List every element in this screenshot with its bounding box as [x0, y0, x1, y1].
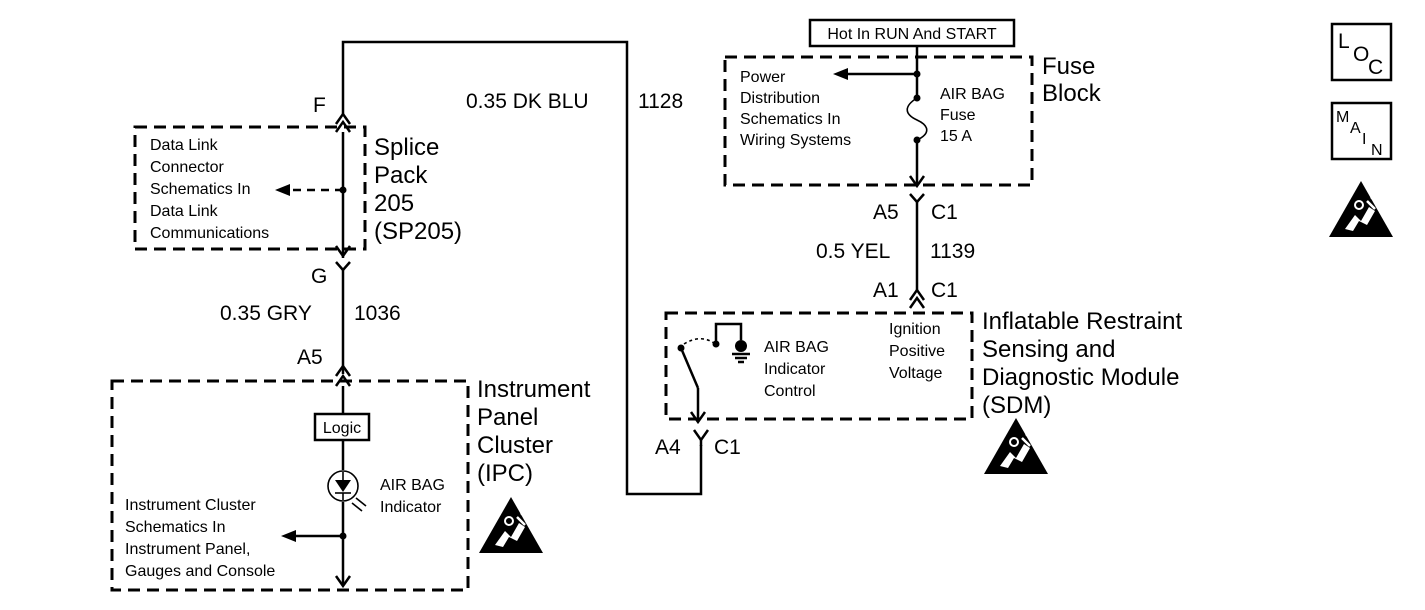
air-bag-indicator-label: AIR BAG Indicator: [380, 477, 445, 516]
svg-text:(SP205): (SP205): [374, 218, 462, 245]
sdm-esd-icon: [982, 416, 1050, 476]
wire-1139-gauge-color: 0.5 YEL: [816, 240, 890, 263]
svg-text:205: 205: [374, 190, 414, 217]
svg-text:Data Link: Data Link: [150, 137, 219, 154]
svg-text:N: N: [1371, 142, 1383, 159]
ipc-connector: [334, 363, 352, 387]
ipc-pin-a5: A5: [297, 346, 323, 369]
splice-pin-g: G: [311, 265, 327, 288]
pin-a5: A5: [873, 201, 899, 224]
sdm-connector-a4: [692, 429, 710, 446]
svg-text:M: M: [1336, 109, 1349, 126]
ipc-title: Instrument Panel Cluster (IPC): [477, 376, 591, 487]
logic-block: [313, 412, 371, 442]
svg-text:(SDM): (SDM): [982, 392, 1051, 419]
svg-text:Connector: Connector: [150, 159, 224, 176]
fuse-label: AIR BAG Fuse 15 A: [940, 86, 1005, 145]
svg-text:AIR BAG: AIR BAG: [764, 339, 829, 356]
main-button[interactable]: M A I N: [1330, 101, 1393, 161]
pin-a4-connector: C1: [714, 436, 741, 459]
fuse-block-title: Fuse Block: [1042, 53, 1102, 107]
svg-text:Voltage: Voltage: [889, 365, 942, 382]
ipc-box: [110, 379, 470, 592]
wire-1036-circuit: 1036: [354, 302, 401, 325]
loc-button[interactable]: L O C: [1330, 22, 1393, 82]
svg-text:AIR BAG: AIR BAG: [380, 477, 445, 494]
svg-text:Block: Block: [1042, 80, 1102, 107]
svg-text:AIR BAG: AIR BAG: [940, 86, 1005, 103]
ipc-esd-icon: [477, 495, 545, 555]
sdm-box: [664, 311, 974, 421]
pin-a1-connector: C1: [931, 279, 958, 302]
svg-text:Instrument Panel,: Instrument Panel,: [125, 541, 250, 558]
svg-text:Cluster: Cluster: [477, 432, 553, 459]
dlc-reference: Data Link Connector Schematics In Data L…: [150, 137, 269, 242]
svg-text:Indicator: Indicator: [380, 499, 442, 516]
sdm-title: Inflatable Restraint Sensing and Diagnos…: [982, 308, 1182, 419]
ipc-reference: Instrument Cluster Schematics In Instrum…: [125, 497, 275, 580]
svg-text:Fuse: Fuse: [940, 107, 976, 124]
sdm-connector-a5: [908, 193, 926, 309]
ignition-voltage-label: Ignition Positive Voltage: [889, 321, 945, 382]
svg-text:Pack: Pack: [374, 162, 428, 189]
fuse-circuit: [833, 46, 928, 189]
svg-text:Indicator: Indicator: [764, 361, 826, 378]
svg-text:Sensing and: Sensing and: [982, 336, 1115, 363]
svg-text:Splice: Splice: [374, 134, 439, 161]
svg-text:Schematics In: Schematics In: [125, 519, 225, 536]
svg-text:C: C: [1368, 56, 1383, 79]
svg-text:Gauges and Console: Gauges and Console: [125, 563, 275, 580]
splice-connector-f: [334, 111, 352, 133]
svg-text:Schematics In: Schematics In: [740, 111, 840, 128]
wire-1036-gauge-color: 0.35 GRY: [220, 302, 312, 325]
svg-text:Inflatable Restraint: Inflatable Restraint: [982, 308, 1182, 335]
svg-text:I: I: [1362, 131, 1366, 148]
svg-text:Wiring Systems: Wiring Systems: [740, 132, 851, 149]
splice-pack-box: [133, 125, 367, 251]
svg-text:Instrument: Instrument: [477, 376, 591, 403]
splice-pack-title: Splice Pack 205 (SP205): [374, 134, 462, 245]
svg-text:Communications: Communications: [150, 225, 269, 242]
svg-text:Distribution: Distribution: [740, 90, 820, 107]
svg-text:Instrument Cluster: Instrument Cluster: [125, 497, 256, 514]
pin-a1: A1: [873, 279, 899, 302]
esd-warning-icon[interactable]: [1327, 179, 1395, 239]
logic-label: Logic: [323, 420, 361, 437]
pin-a5-connector: C1: [931, 201, 958, 224]
svg-text:Panel: Panel: [477, 404, 538, 431]
svg-text:Control: Control: [764, 383, 816, 400]
wire-1128: [341, 40, 703, 496]
svg-text:Positive: Positive: [889, 343, 945, 360]
fuse-block-box: [723, 55, 1034, 187]
splice-pin-f: F: [313, 94, 326, 117]
indicator-control-label: AIR BAG Indicator Control: [764, 339, 829, 400]
air-bag-indicator-led-icon: [327, 470, 367, 512]
power-distribution-reference: Power Distribution Schematics In Wiring …: [740, 69, 851, 149]
svg-text:Diagnostic Module: Diagnostic Module: [982, 364, 1179, 391]
svg-text:O: O: [1353, 43, 1369, 66]
svg-text:(IPC): (IPC): [477, 460, 533, 487]
svg-text:A: A: [1350, 120, 1361, 137]
svg-text:L: L: [1338, 30, 1350, 53]
pin-a4: A4: [655, 436, 681, 459]
wire-1128-gauge-color: 0.35 DK BLU: [466, 90, 589, 113]
svg-text:Fuse: Fuse: [1042, 53, 1095, 80]
wire-1128-circuit: 1128: [638, 90, 683, 113]
indicator-control-switch-icon: [677, 322, 750, 425]
svg-text:15 A: 15 A: [940, 128, 972, 145]
svg-text:Power: Power: [740, 69, 786, 86]
svg-text:Data Link: Data Link: [150, 203, 219, 220]
hot-label: Hot In RUN And START: [827, 26, 996, 43]
wire-1139-circuit: 1139: [930, 240, 975, 263]
ipc-output: [281, 502, 352, 589]
hot-label-box: [808, 18, 1016, 48]
svg-text:Schematics In: Schematics In: [150, 181, 250, 198]
svg-text:Ignition: Ignition: [889, 321, 941, 338]
